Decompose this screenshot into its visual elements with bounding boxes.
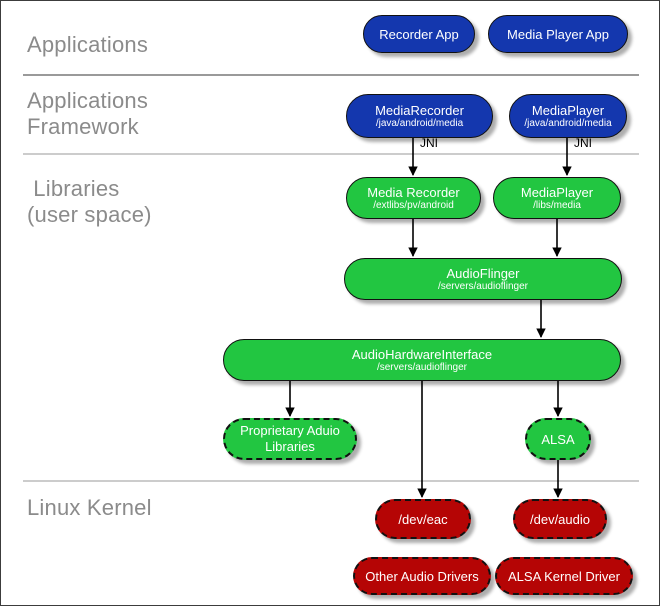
node-other-audio-drivers-title: Other Audio Drivers: [365, 568, 479, 584]
node-mediaplayer-framework[interactable]: MediaPlayer /java/android/media: [509, 94, 627, 138]
node-mediarecorder-framework-subtitle: /java/android/media: [375, 117, 464, 129]
layer-label-linux-kernel: Linux Kernel: [27, 495, 152, 520]
node-dev-eac-title: /dev/eac: [398, 511, 448, 527]
node-other-audio-drivers[interactable]: Other Audio Drivers: [353, 557, 491, 595]
separator-linux-kernel: [23, 480, 639, 482]
separator-applications-framework: [23, 153, 639, 155]
node-media-recorder-lib-title: Media Recorder: [367, 184, 460, 200]
separator-applications: [23, 74, 639, 76]
node-media-recorder-lib-subtitle: /extlibs/pv/android: [373, 199, 454, 211]
node-media-player-app[interactable]: Media Player App: [488, 15, 628, 53]
node-mediarecorder-framework-title: MediaRecorder: [375, 102, 464, 118]
node-proprietary-audio-libs[interactable]: Proprietary Aduio Libraries: [223, 418, 357, 460]
wire-label-jni-left: JNI: [420, 136, 438, 150]
node-mediaplayer-lib[interactable]: MediaPlayer /libs/media: [493, 177, 621, 219]
node-dev-audio-title: /dev/audio: [530, 511, 590, 527]
node-recorder-app[interactable]: Recorder App: [363, 15, 475, 53]
layer-label-applications: Applications: [27, 32, 149, 57]
node-alsa-kernel-driver[interactable]: ALSA Kernel Driver: [495, 557, 633, 595]
node-mediarecorder-framework[interactable]: MediaRecorder /java/android/media: [346, 94, 493, 138]
node-alsa-kernel-driver-title: ALSA Kernel Driver: [508, 568, 620, 584]
node-mediaplayer-framework-title: MediaPlayer: [531, 102, 605, 118]
node-audioflinger-subtitle: /servers/audioflinger: [437, 280, 529, 292]
node-audiohardwareinterface[interactable]: AudioHardwareInterface /servers/audiofli…: [223, 339, 621, 381]
node-audioflinger[interactable]: AudioFlinger /servers/audioflinger: [344, 258, 622, 300]
wire-label-jni-right: JNI: [574, 136, 592, 150]
node-alsa-title: ALSA: [541, 431, 575, 447]
layer-label-libraries: Libraries (user space): [27, 176, 152, 227]
node-mediaplayer-lib-title: MediaPlayer: [520, 184, 594, 200]
node-mediaplayer-framework-subtitle: /java/android/media: [524, 117, 612, 129]
node-dev-eac[interactable]: /dev/eac: [375, 499, 471, 539]
node-dev-audio[interactable]: /dev/audio: [513, 499, 607, 539]
node-media-recorder-lib[interactable]: Media Recorder /extlibs/pv/android: [346, 177, 481, 219]
node-audiohardwareinterface-subtitle: /servers/audioflinger: [376, 361, 468, 373]
node-media-player-app-title: Media Player App: [507, 26, 609, 42]
node-proprietary-audio-libs-title: Proprietary Aduio Libraries: [240, 423, 340, 454]
node-mediaplayer-lib-subtitle: /libs/media: [533, 199, 581, 211]
layer-label-applications-framework: Applications Framework: [27, 88, 149, 139]
node-alsa[interactable]: ALSA: [525, 418, 591, 460]
node-audioflinger-title: AudioFlinger: [446, 265, 520, 281]
node-audiohardwareinterface-title: AudioHardwareInterface: [351, 346, 493, 362]
node-recorder-app-title: Recorder App: [379, 26, 459, 42]
